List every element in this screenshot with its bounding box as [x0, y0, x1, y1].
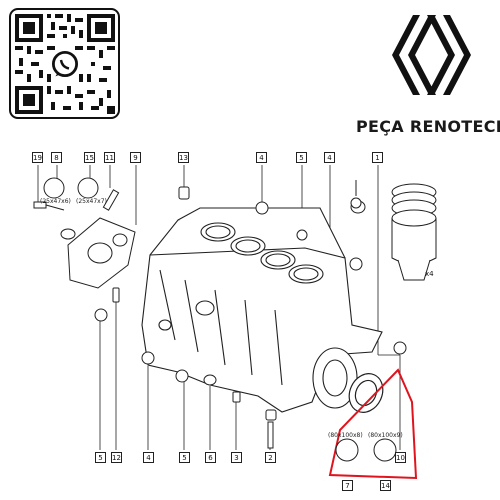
callout-2: 2 [265, 452, 276, 463]
callout-14: 14 [380, 480, 391, 491]
callout-4-bottom: 4 [143, 452, 154, 463]
highlight-outline [328, 368, 418, 480]
callout-12: 12 [111, 452, 122, 463]
whatsapp-qr-code-icon [15, 14, 115, 114]
callout-19: 19 [32, 152, 43, 163]
callout-5-top: 5 [296, 152, 307, 163]
piston-quantity: x4 [425, 270, 434, 278]
callout-3: 3 [231, 452, 242, 463]
renault-diamond-logo-icon [392, 15, 471, 95]
callout-1: 1 [372, 152, 383, 163]
callout-15: 15 [84, 152, 95, 163]
engine-block-diagram: x4 [33, 165, 437, 480]
callout-11: 11 [104, 152, 115, 163]
callout-6: 6 [205, 452, 216, 463]
seal-dimension-label: (25x47x7) [76, 198, 107, 205]
brand-name: PEÇA RENOTECH [356, 117, 500, 136]
callout-10: 10 [395, 452, 406, 463]
callout-5-bottom-2: 5 [179, 452, 190, 463]
seal-dimension-label: (25x47x6) [40, 198, 71, 205]
callout-8: 8 [51, 152, 62, 163]
seal-dimension-label: (80x100x9) [368, 432, 403, 439]
callout-13: 13 [178, 152, 189, 163]
seal-dimension-label: (80x100x8) [328, 432, 363, 439]
callout-9: 9 [130, 152, 141, 163]
callout-4-top-right: 4 [324, 152, 335, 163]
callout-7: 7 [342, 480, 353, 491]
callout-5-bottom: 5 [95, 452, 106, 463]
callout-4-top: 4 [256, 152, 267, 163]
qr-code[interactable] [9, 8, 120, 119]
